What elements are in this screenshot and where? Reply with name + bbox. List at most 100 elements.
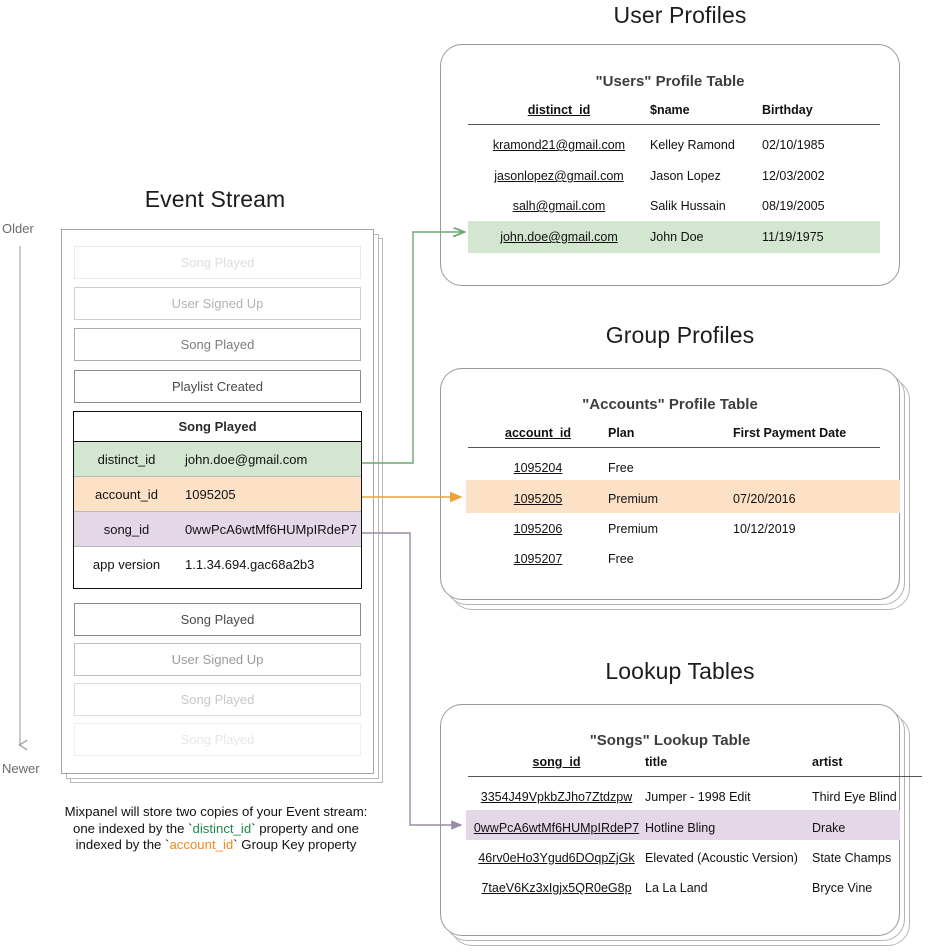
caption-line-3b: ` Group Key property: [233, 837, 357, 852]
caption-distinct-id-key: distinct_id: [192, 820, 252, 836]
property-value: john.doe@gmail.com: [185, 451, 308, 467]
users-table: distinct_id $name Birthday kramond21@gma…: [468, 103, 880, 253]
event-label: Playlist Created: [171, 379, 264, 394]
caption-line-3a: indexed by the `: [75, 837, 170, 852]
event-property-account-id: account_id 1095205: [74, 477, 361, 512]
cell-artist: Bryce Vine: [812, 881, 873, 895]
cell-title: La La Land: [645, 881, 708, 895]
event-item[interactable]: Song Played: [74, 723, 361, 756]
event-label: Song Played: [180, 612, 255, 627]
cell-first-payment-date: [733, 544, 880, 574]
event-property-distinct-id: distinct_id john.doe@gmail.com: [74, 442, 361, 477]
cell-account-id: 1095205: [513, 492, 563, 506]
section-title-user-profiles: User Profiles: [613, 2, 747, 28]
property-key: account_id: [95, 486, 158, 502]
cell-birthday: 12/03/2002: [762, 169, 825, 183]
event-property-app-version: app version 1.1.34.694.gac68a2b3: [74, 547, 361, 582]
table-row[interactable]: 7taeV6Kz3xIgjx5QR0eG8p La La Land Bryce …: [468, 873, 922, 903]
column-header-plan: Plan: [608, 426, 635, 440]
table-row-highlighted[interactable]: john.doe@gmail.com John Doe 11/19/1975: [468, 221, 880, 253]
accounts-table-title: "Accounts" Profile Table: [582, 396, 758, 413]
table-row[interactable]: jasonlopez@gmail.com Jason Lopez 12/03/2…: [468, 161, 880, 191]
cell-artist: Third Eye Blind: [812, 790, 897, 804]
column-header-account-id: account_id: [505, 426, 571, 440]
songs-table: song_id title artist 3354J49VpkbZJho7Ztd…: [468, 755, 922, 903]
songs-table-title: "Songs" Lookup Table: [589, 732, 751, 749]
cell-artist: Drake: [812, 821, 846, 835]
event-item[interactable]: User Signed Up: [74, 287, 361, 320]
event-label: Song Played: [180, 337, 255, 352]
table-header-row: distinct_id $name Birthday: [468, 103, 880, 125]
property-value: 1.1.34.694.gac68a2b3: [185, 557, 315, 572]
property-key: app version: [92, 557, 161, 572]
table-row-highlighted[interactable]: 0wwPcA6wtMf6HUMpIRdeP7 Hotline Bling Dra…: [468, 813, 922, 843]
selected-event-card[interactable]: Song Played distinct_id john.doe@gmail.c…: [73, 411, 362, 589]
property-key: song_id: [103, 521, 150, 537]
cell-first-payment-date: [733, 448, 880, 485]
event-item[interactable]: Playlist Created: [74, 370, 361, 403]
event-label: User Signed Up: [171, 296, 264, 311]
cell-name: Jason Lopez: [650, 169, 721, 183]
cell-name: Salik Hussain: [650, 199, 726, 213]
cell-plan: Free: [608, 461, 634, 475]
event-item[interactable]: Song Played: [74, 328, 361, 361]
event-item[interactable]: Song Played: [74, 683, 361, 716]
column-header-song-id: song_id: [532, 755, 581, 769]
cell-plan: Free: [608, 552, 634, 566]
users-table-title: "Users" Profile Table: [595, 73, 745, 90]
column-header-distinct-id: distinct_id: [527, 103, 591, 117]
cell-song-id: 46rv0eHo3Ygud6DOqpZjGk: [478, 851, 635, 865]
cell-birthday: 02/10/1985: [762, 138, 825, 152]
section-title-event-stream: Event Stream: [144, 186, 286, 212]
table-row-highlighted[interactable]: 1095205 Premium 07/20/2016: [468, 484, 880, 514]
cell-distinct-id: jasonlopez@gmail.com: [494, 169, 624, 183]
table-row[interactable]: kramond21@gmail.com Kelley Ramond 02/10/…: [468, 125, 880, 162]
cell-song-id: 7taeV6Kz3xIgjx5QR0eG8p: [481, 881, 632, 895]
table-row[interactable]: 1095207 Free: [468, 544, 880, 574]
cell-birthday: 11/19/1975: [762, 230, 824, 244]
accounts-table: account_id Plan First Payment Date 10952…: [468, 426, 880, 574]
column-header-title: title: [645, 755, 668, 769]
table-row[interactable]: 3354J49VpkbZJho7Ztdzpw Jumper - 1998 Edi…: [468, 777, 922, 814]
cell-distinct-id: salh@gmail.com: [512, 199, 606, 213]
event-item[interactable]: Song Played: [74, 603, 361, 636]
table-header-row: song_id title artist: [468, 755, 922, 777]
cell-account-id: 1095206: [513, 522, 563, 536]
property-value: 0wwPcA6wtMf6HUMpIRdeP7: [185, 521, 357, 537]
event-property-song-id: song_id 0wwPcA6wtMf6HUMpIRdeP7: [74, 512, 361, 547]
cell-distinct-id: john.doe@gmail.com: [500, 230, 618, 244]
cell-artist: State Champs: [812, 851, 892, 865]
column-header-first-payment-date: First Payment Date: [733, 426, 847, 440]
table-row[interactable]: 46rv0eHo3Ygud6DOqpZjGk Elevated (Acousti…: [468, 843, 922, 873]
caption-line-2b: ` property and one: [251, 820, 359, 836]
cell-account-id: 1095207: [513, 552, 563, 566]
cell-plan: Premium: [608, 492, 659, 506]
table-row[interactable]: salh@gmail.com Salik Hussain 08/19/2005: [468, 191, 880, 221]
cell-song-id: 3354J49VpkbZJho7Ztdzpw: [480, 790, 633, 804]
axis-label-newer: Newer: [2, 761, 40, 776]
column-header-name: $name: [650, 103, 690, 117]
event-label: User Signed Up: [171, 652, 264, 667]
caption-line-1: Mixpanel will store two copies of your E…: [64, 804, 368, 819]
selected-event-name: Song Played: [74, 412, 361, 442]
axis-label-older: Older: [2, 221, 34, 236]
event-item[interactable]: Song Played: [74, 246, 361, 279]
cell-account-id: 1095204: [513, 461, 563, 475]
cell-birthday: 08/19/2005: [762, 199, 825, 213]
cell-first-payment-date: 10/12/2019: [733, 522, 796, 536]
songs-row-highlight-band: [466, 810, 900, 840]
property-key: distinct_id: [97, 451, 156, 467]
diagram-caption: Mixpanel will store two copies of your E…: [36, 804, 396, 854]
event-item[interactable]: User Signed Up: [74, 643, 361, 676]
cell-plan: Premium: [608, 522, 659, 536]
cell-title: Elevated (Acoustic Version): [645, 851, 798, 865]
cell-first-payment-date: 07/20/2016: [733, 492, 796, 506]
event-label: Song Played: [180, 692, 255, 707]
cell-title: Jumper - 1998 Edit: [645, 790, 751, 804]
table-row[interactable]: 1095204 Free: [468, 448, 880, 485]
cell-name: Kelley Ramond: [650, 138, 735, 152]
table-row[interactable]: 1095206 Premium 10/12/2019: [468, 514, 880, 544]
cell-name: John Doe: [650, 230, 704, 244]
column-header-artist: artist: [812, 755, 843, 769]
caption-line-2a: one indexed by the `: [73, 820, 193, 836]
